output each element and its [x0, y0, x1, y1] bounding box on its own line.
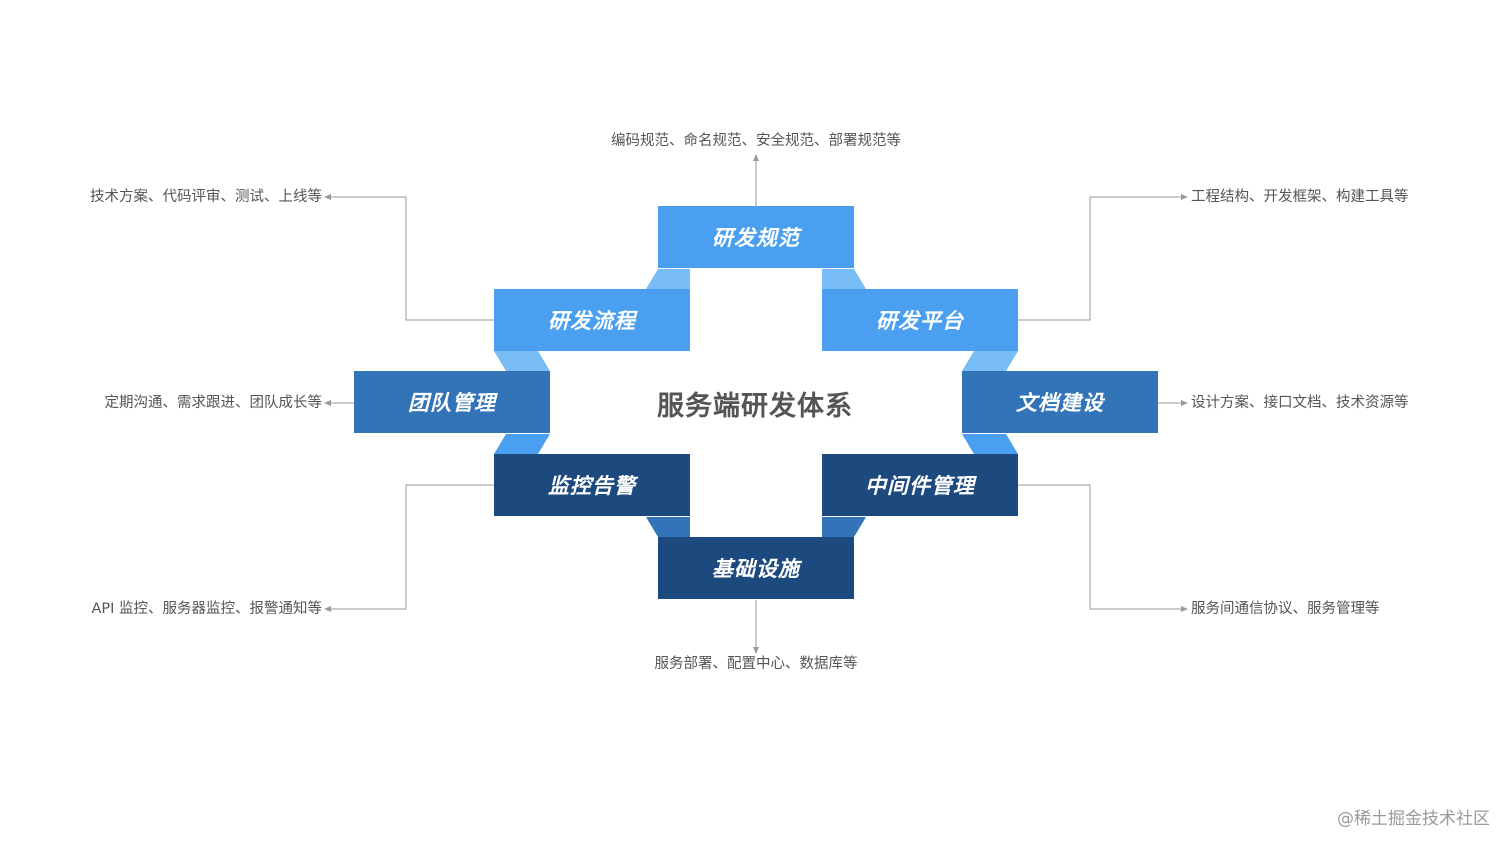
desc-jichu: 服务部署、配置中心、数据库等 — [654, 656, 858, 672]
arrow-head-left — [324, 606, 331, 612]
leader-liucheng — [328, 196, 494, 321]
desc-jiankong: API 监控、服务器监控、报警通知等 — [91, 601, 322, 617]
node-pingtai: 研发平台 — [822, 289, 1018, 351]
node-jichu: 基础设施 — [658, 537, 854, 599]
arrow-head-down — [753, 647, 759, 654]
node-label: 团队管理 — [408, 391, 496, 415]
arrow-head-right — [1181, 400, 1188, 406]
desc-pingtai: 工程结构、开发框架、构建工具等 — [1191, 189, 1409, 205]
node-label: 文档建设 — [1016, 391, 1104, 415]
diagram-title: 服务端研发体系 — [657, 390, 853, 422]
arrow-head-up — [753, 154, 759, 161]
desc-liucheng: 技术方案、代码评审、测试、上线等 — [90, 189, 322, 205]
desc-wendang: 设计方案、接口文档、技术资源等 — [1191, 395, 1409, 411]
node-tuandui: 团队管理 — [354, 371, 550, 433]
node-label: 监控告警 — [548, 474, 636, 498]
arrow-head-left — [324, 194, 331, 200]
node-label: 研发平台 — [876, 309, 964, 333]
node-liucheng: 研发流程 — [494, 289, 690, 351]
connector-wendang-zhongjianjian — [962, 434, 1018, 454]
connector-jiankong-jichu — [646, 517, 690, 537]
node-label: 研发规范 — [712, 226, 800, 250]
connector-liucheng-tuandui — [494, 351, 550, 371]
desc-guifan: 编码规范、命名规范、安全规范、部署规范等 — [611, 133, 901, 149]
leader-pingtai — [1018, 196, 1184, 321]
desc-tuandui: 定期沟通、需求跟进、团队成长等 — [104, 395, 323, 411]
leader-jiankong — [328, 484, 494, 610]
node-wendang: 文档建设 — [962, 371, 1158, 433]
arrow-head-right — [1181, 606, 1188, 612]
watermark: @稀土掘金技术社区 — [1337, 809, 1490, 829]
leader-zhongjianjian — [1018, 484, 1184, 610]
connector-tuandui-jiankong — [494, 434, 550, 454]
connector-guifan-liucheng — [646, 269, 690, 289]
arrow-head-right — [1181, 194, 1188, 200]
node-label: 研发流程 — [548, 309, 636, 333]
node-guifan: 研发规范 — [658, 206, 854, 268]
desc-zhongjianjian: 服务间通信协议、服务管理等 — [1191, 601, 1380, 617]
node-label: 中间件管理 — [865, 474, 975, 498]
node-label: 基础设施 — [712, 557, 800, 581]
connector-zhongjianjian-jichu — [822, 517, 866, 537]
node-jiankong: 监控告警 — [494, 454, 690, 516]
connector-guifan-pingtai — [822, 269, 866, 289]
connector-pingtai-wendang — [962, 351, 1018, 371]
arrow-head-left — [324, 400, 331, 406]
node-zhongjianjian: 中间件管理 — [822, 454, 1018, 516]
